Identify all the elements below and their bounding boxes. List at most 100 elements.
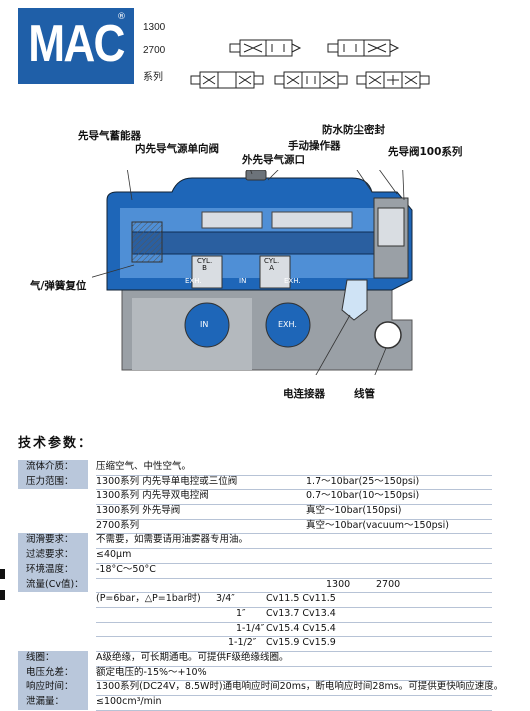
spec-value-col: 2700 bbox=[376, 578, 401, 590]
spool-land-right bbox=[271, 211, 353, 229]
callout-pilot-valve-100: 先导阀100系列 bbox=[388, 146, 463, 158]
spec-label bbox=[18, 622, 88, 637]
spec-value: ≤40μm bbox=[96, 548, 492, 564]
spec-value: 1300 2700 bbox=[96, 578, 492, 594]
spec-row: 压力范围： 1300系列 内先导单电控或三位阀 1.7～10bar(25～150ps… bbox=[18, 474, 492, 491]
spec-row: 流体介质： 压缩空气、中性空气。 bbox=[18, 460, 492, 476]
spec-table: 流体介质： 压缩空气、中性空气。压力范围： 1300系列 内先导单电控或三位阀 1.7… bbox=[18, 460, 503, 711]
callout-internal-pilot-check: 内先导气源单向阀 bbox=[135, 143, 219, 155]
spec-label bbox=[18, 607, 88, 622]
spec-row: 电压允差： 额定电压的-15%～+10% bbox=[18, 665, 492, 682]
spec-row: 线圈： A级绝缘，可长期通电。可提供F级绝缘线圈。 bbox=[18, 650, 492, 667]
spec-value-col: 真空～10bar(vacuum～150psi) bbox=[306, 519, 449, 531]
spec-label bbox=[18, 489, 88, 504]
series-label: 系列 bbox=[143, 72, 163, 83]
spec-label bbox=[18, 504, 88, 519]
spec-value: 1300系列 内先导单电控或三位阀 1.7～10bar(25～150psi) bbox=[96, 475, 492, 491]
spec-value-col: A级绝缘，可长期通电。可提供F级绝缘线圈。 bbox=[96, 651, 289, 663]
spec-label: 流体介质： bbox=[18, 460, 88, 475]
electrical-connector-shape bbox=[341, 279, 368, 321]
spec-value-col: -18°C～50°C bbox=[96, 563, 156, 575]
spec-value: 不需要，如需要请用油雾器专用油。 bbox=[96, 533, 492, 550]
spec-label: 流量(Cv值)： bbox=[18, 577, 88, 593]
label-exh-right: EXH. bbox=[284, 277, 301, 285]
manual-knob bbox=[245, 170, 267, 181]
label-exh-left: EXH. bbox=[185, 277, 202, 285]
spec-value-col: 1″ bbox=[236, 607, 246, 619]
spec-label: 响应时间： bbox=[18, 680, 88, 695]
in-port-circle bbox=[184, 302, 230, 348]
spec-value-col: 压缩空气、中性空气。 bbox=[96, 461, 192, 472]
side-marker-top bbox=[0, 569, 5, 579]
label-in-center: IN bbox=[239, 277, 247, 285]
port-cyl-b-body bbox=[191, 255, 223, 289]
spec-row: 1300系列 内先导双电控阀 0.7～10bar(10～150psi) bbox=[18, 489, 492, 506]
spec-value-col: ≤40μm bbox=[96, 549, 132, 561]
valve-symbol-2pos-b-icon bbox=[327, 39, 400, 57]
spec-value: 1300系列(DC24V，8.5W时)通电响应时间20ms，断电响应时间28ms… bbox=[96, 680, 503, 696]
spec-value: 压缩空气、中性空气。 bbox=[96, 460, 492, 476]
registered-mark: ® bbox=[117, 12, 126, 22]
spec-row: 1300系列 外先导阀真空～10bar(150psi) bbox=[18, 504, 492, 520]
spec-value: (P=6bar，△P=1bar时)3/4″Cv11.5 Cv11.5 bbox=[96, 592, 492, 608]
return-spring-piston bbox=[131, 221, 163, 263]
spec-label: 润滑要求： bbox=[18, 533, 88, 549]
spec-row: (P=6bar，△P=1bar时)3/4″Cv11.5 Cv11.5 bbox=[18, 592, 492, 608]
spec-value-col: 1300系列 外先导阀 bbox=[96, 505, 181, 517]
label-exh-bottom: EXH. bbox=[278, 320, 297, 329]
spec-row: 润滑要求： 不需要，如需要请用油雾器专用油。 bbox=[18, 533, 492, 550]
callout-water-dust-seal: 防水防尘密封 bbox=[322, 124, 385, 136]
valve-cross-section bbox=[92, 170, 413, 375]
spec-label bbox=[18, 592, 88, 607]
spec-row: 1-1/2″Cv15.9 Cv15.9 bbox=[18, 636, 492, 652]
spec-row: 2700系列 真空～10bar(vacuum～150psi) bbox=[18, 519, 492, 535]
callout-air-spring-return: 气/弹簧复位 bbox=[30, 280, 87, 292]
spec-value: 1-1/2″Cv15.9 Cv15.9 bbox=[96, 636, 492, 652]
spec-value: ≤100cm³/min bbox=[96, 695, 492, 711]
spec-value-col: 额定电压的-15%～+10% bbox=[96, 666, 207, 678]
callout-external-pilot-port: 外先导气源口 bbox=[242, 154, 305, 166]
side-marker-bottom bbox=[0, 590, 5, 600]
spec-value-col: Cv13.7 Cv13.4 bbox=[266, 607, 336, 619]
mac-logo: MAC ® bbox=[18, 8, 134, 84]
spec-title: 技术参数： bbox=[18, 436, 94, 451]
spec-value-col: 不需要，如需要请用油雾器专用油。 bbox=[96, 534, 249, 546]
spec-value: 1″ Cv13.7 Cv13.4 bbox=[96, 607, 492, 623]
spec-value: -18°C～50°C bbox=[96, 563, 492, 579]
exh-port-circle bbox=[265, 302, 311, 348]
spec-value: 2700系列 真空～10bar(vacuum～150psi) bbox=[96, 519, 492, 535]
callout-pilot-accumulator: 先导气蓄能器 bbox=[78, 130, 141, 142]
spec-row: 响应时间： 1300系列(DC24V，8.5W时)通电响应时间20ms，断电响应时… bbox=[18, 680, 503, 696]
spec-value-col: Cv15.4 Cv15.4 bbox=[266, 622, 336, 634]
spec-value-col: 1300系列 内先导双电控阀 bbox=[96, 490, 209, 502]
spec-label: 线圈： bbox=[18, 650, 88, 666]
spec-value: 1-1/4″Cv15.4 Cv15.4 bbox=[96, 622, 492, 638]
callout-manual-operator: 手动操作器 bbox=[288, 140, 341, 152]
spool-land-left bbox=[201, 211, 263, 229]
spec-value-col: 1300系列(DC24V，8.5W时)通电响应时间20ms，断电响应时间28ms… bbox=[96, 681, 504, 693]
spec-value-col: 1300 bbox=[326, 578, 351, 590]
spec-label: 电压允差： bbox=[18, 665, 88, 681]
pilot-coil-window bbox=[377, 207, 405, 247]
spec-value-col: 2700系列 bbox=[96, 519, 140, 531]
spec-label: 过滤要求： bbox=[18, 548, 88, 563]
logo-text: MAC bbox=[28, 15, 125, 73]
spec-row: 过滤要求： ≤40μm bbox=[18, 548, 492, 564]
spec-label: 泄漏量： bbox=[18, 695, 88, 710]
spec-value-col: 1.7～10bar(25～150psi) bbox=[306, 475, 420, 487]
spec-value-col: 1300系列 内先导单电控或三位阀 bbox=[96, 475, 238, 487]
spec-value-col: 0.7～10bar(10～150psi) bbox=[306, 490, 420, 502]
callout-electrical-connector: 电连接器 bbox=[283, 388, 325, 400]
spec-value-col: 1-1/4″ bbox=[236, 622, 265, 634]
series-1300: 1300 bbox=[143, 22, 166, 33]
valve-symbol-3pos-a-icon bbox=[190, 71, 264, 89]
spec-value-col: Cv11.5 Cv11.5 bbox=[266, 593, 336, 605]
spec-value: 额定电压的-15%～+10% bbox=[96, 666, 492, 682]
spec-label: 压力范围： bbox=[18, 474, 88, 490]
spec-label bbox=[18, 636, 88, 651]
port-cyl-a-body bbox=[259, 255, 291, 289]
spec-label bbox=[18, 519, 88, 534]
valve-symbol-3pos-c-icon bbox=[356, 71, 430, 89]
spec-value: 1300系列 外先导阀真空～10bar(150psi) bbox=[96, 504, 492, 520]
